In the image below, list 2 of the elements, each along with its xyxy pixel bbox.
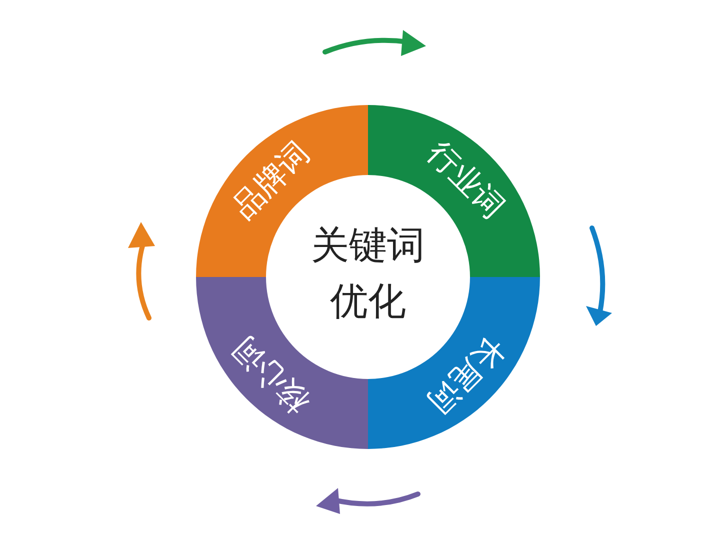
- segment-label: 长尾词: [421, 330, 509, 418]
- segment-label: 核心词: [227, 330, 315, 418]
